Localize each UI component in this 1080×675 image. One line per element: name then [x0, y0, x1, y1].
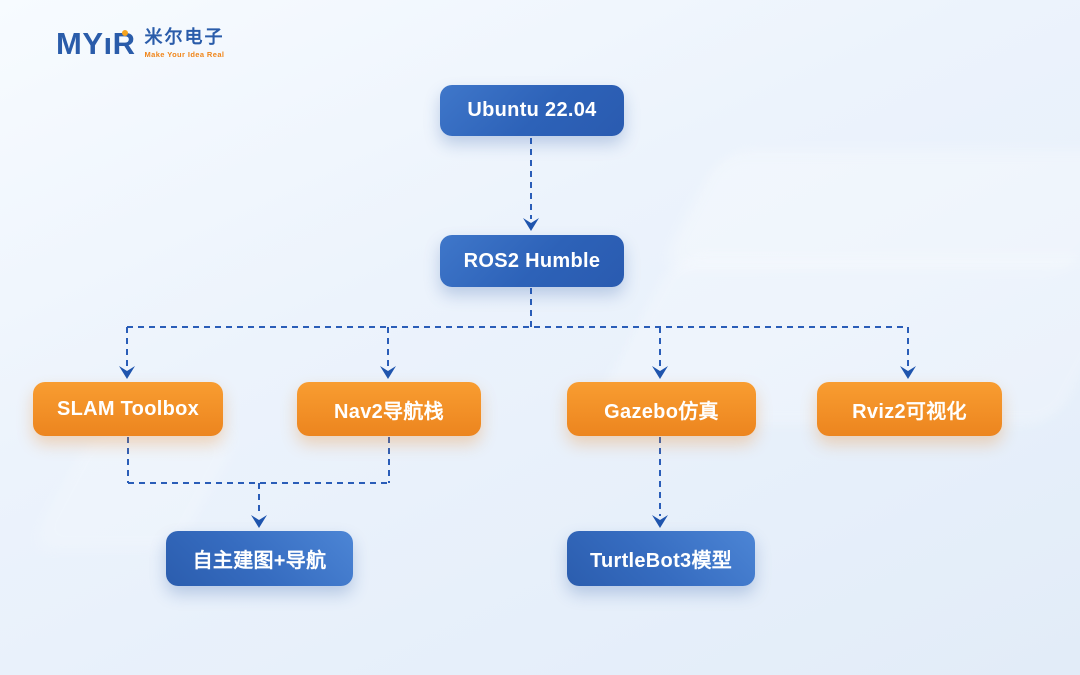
node-turtlebot3-model: TurtleBot3模型 — [567, 531, 755, 586]
wordmark-my: MY — [56, 26, 104, 61]
arrowhead-nav2 — [380, 366, 396, 379]
node-rviz2-viz: Rviz2可视化 — [817, 382, 1002, 436]
node-slam-toolbox: SLAM Toolbox — [33, 382, 223, 436]
node-ubuntu: Ubuntu 22.04 — [440, 85, 624, 136]
node-gazebo-label: Gazebo仿真 — [604, 400, 719, 423]
background-watermark-shape — [658, 150, 1080, 270]
myir-wordmark: MYıR — [56, 28, 136, 59]
node-ros2-humble: ROS2 Humble — [440, 235, 624, 287]
wordmark-r: R — [112, 26, 136, 61]
node-mapping-label: 自主建图+导航 — [192, 550, 327, 572]
wordmark-i: ı — [103, 26, 113, 61]
logo-cn-name: 米尔电子 — [144, 27, 225, 47]
logo-tagline: Make Your Idea Real — [144, 49, 225, 59]
node-nav2-label: Nav2导航栈 — [334, 400, 444, 423]
arrowhead-mapping — [251, 515, 267, 528]
myir-logo: MYıR 米尔电子 Make Your Idea Real — [56, 27, 225, 59]
arrowhead-turtlebot — [652, 515, 668, 528]
node-autonomous-mapping-nav: 自主建图+导航 — [166, 531, 353, 586]
arrowhead-slam — [119, 366, 135, 379]
logo-i-dot-icon — [122, 30, 128, 36]
node-nav2-stack: Nav2导航栈 — [297, 382, 481, 436]
node-rviz2-label: Rviz2可视化 — [852, 400, 967, 423]
node-gazebo-sim: Gazebo仿真 — [567, 382, 756, 436]
node-ubuntu-label: Ubuntu 22.04 — [467, 99, 597, 121]
node-slam-label: SLAM Toolbox — [56, 397, 200, 420]
node-turtlebot-label: TurtleBot3模型 — [589, 550, 733, 572]
node-ros2-label: ROS2 Humble — [463, 249, 601, 272]
arrowhead-ros2 — [523, 218, 539, 231]
